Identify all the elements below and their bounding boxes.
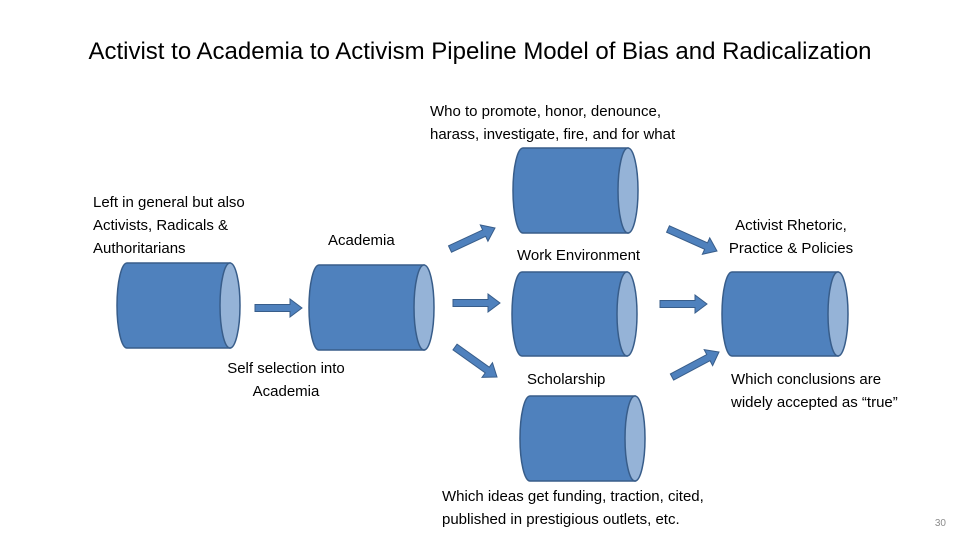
label-line: Activists, Radicals &	[93, 217, 229, 234]
scholarship-label: Scholarship	[527, 371, 606, 388]
arrow-to-work-environment-top	[447, 224, 496, 253]
page-number: 30	[934, 518, 946, 529]
arrow-to-academia	[254, 298, 303, 318]
label-line: Academia	[252, 383, 320, 400]
note-line: Who to promote, honor, denounce,	[430, 103, 661, 120]
work-environment-note: Who to promote, honor, denounce, harass,…	[430, 100, 675, 146]
self-selection-label: Self selection into Academia	[206, 357, 366, 403]
arrow-to-work-environment	[452, 293, 501, 313]
arrow-to-scholarship	[452, 343, 498, 378]
cylinder-body	[519, 395, 636, 482]
scholarship-note: Which ideas get funding, traction, cited…	[442, 485, 704, 531]
cylinder-cap	[616, 271, 638, 357]
cylinder-cap	[617, 147, 639, 234]
note-line: Which conclusions are	[731, 371, 882, 388]
cylinder-cap	[219, 262, 241, 349]
label-line: Practice & Policies	[728, 240, 854, 257]
slide-title: Activist to Academia to Activism Pipelin…	[88, 38, 872, 65]
activist-rhetoric-label: Activist Rhetoric, Practice & Policies	[706, 214, 876, 260]
cylinder-cap	[413, 264, 435, 351]
cylinder-body	[116, 262, 231, 349]
label-line: Left in general but also	[93, 194, 245, 211]
cylinder-activist-rhetoric	[721, 271, 849, 357]
note-line: Which ideas get funding, traction, cited…	[442, 488, 704, 505]
note-line: widely accepted as “true”	[731, 394, 898, 411]
cylinder-cap	[624, 395, 646, 482]
cylinder-body	[512, 147, 629, 234]
cylinders	[116, 147, 849, 482]
academia-label: Academia	[328, 232, 395, 249]
label-line: Authoritarians	[93, 240, 186, 257]
arrow-to-activist-rhetoric-from-top	[665, 225, 718, 256]
cylinder-body	[308, 264, 425, 351]
activist-rhetoric-note: Which conclusions are widely accepted as…	[731, 368, 898, 414]
left-in-general-label: Left in general but also Activists, Radi…	[93, 191, 245, 260]
label-line: Activist Rhetoric,	[735, 217, 847, 234]
cylinder-academia	[308, 264, 435, 351]
cylinder-body	[721, 271, 839, 357]
cylinder-left-in-general	[116, 262, 241, 349]
cylinder-work-environment-top	[512, 147, 639, 234]
label-line: Self selection into	[227, 360, 345, 377]
arrow-to-activist-rhetoric-from-scholarship	[669, 349, 720, 381]
cylinder-scholarship	[519, 395, 646, 482]
cylinder-cap	[827, 271, 849, 357]
cylinder-work-environment	[511, 271, 638, 357]
arrow-to-activist-rhetoric	[659, 294, 708, 314]
cylinder-body	[511, 271, 628, 357]
note-line: published in prestigious outlets, etc.	[442, 511, 680, 528]
work-environment-label: Work Environment	[517, 247, 641, 264]
arrows	[254, 224, 720, 381]
note-line: harass, investigate, fire, and for what	[430, 126, 676, 143]
